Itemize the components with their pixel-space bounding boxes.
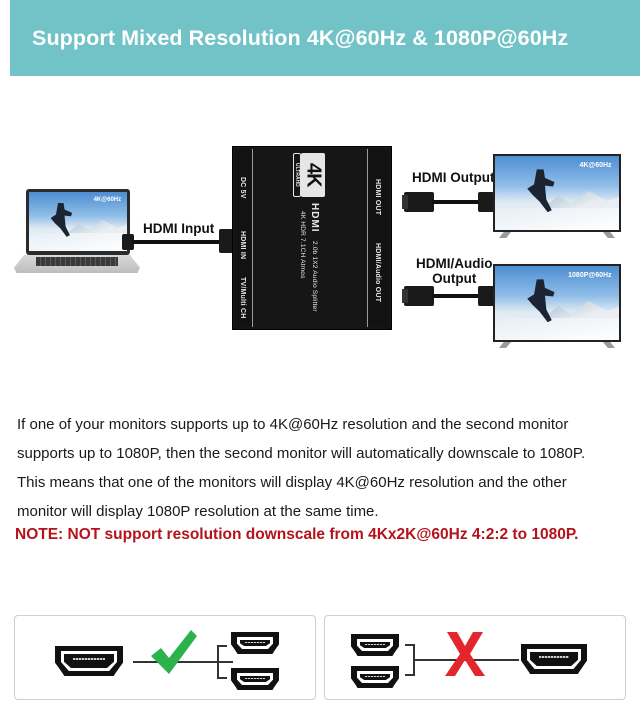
hdmi-port-icon: [231, 632, 279, 654]
hdmi-plug-icon: [404, 286, 434, 306]
cross-icon: [445, 632, 485, 676]
tv-4k-illustration: 4K@60Hz: [493, 154, 621, 240]
splitter-right-panel: HDMI OUT HDMI/Audio OUT: [367, 149, 389, 327]
header-banner: Support Mixed Resolution 4K@60Hz & 1080P…: [10, 0, 640, 76]
port-label-dc5v: DC 5V: [239, 177, 246, 199]
hdmi-input-label: HDMI Input: [143, 221, 215, 236]
tv-1080p-illustration: 1080P@60Hz: [493, 264, 621, 350]
description-line: This means that one of the monitors will…: [17, 474, 567, 491]
tv-resolution-label: 4K@60Hz: [579, 161, 612, 169]
tv-screen: 4K@60Hz: [493, 154, 621, 232]
ultrahd-badge: ULTRAHD: [293, 153, 301, 197]
bracket-line: [217, 677, 227, 679]
tv-resolution-label: 1080P@60Hz: [568, 271, 612, 279]
description-line: supports up to 1080P, then the second mo…: [17, 445, 586, 462]
ski-image: 4K@60Hz: [495, 156, 619, 230]
description-line: monitor will display 1080P resolution at…: [17, 503, 379, 520]
hdmi-brand-logo: HDMI: [309, 203, 320, 233]
port-label-hdmi-in: HDMI IN: [239, 231, 246, 260]
hdmi-splitter-device: DC 5V HDMI IN TV/Multi CH ULTRAHD 4K HDM…: [232, 146, 392, 330]
unsupported-config-panel: [324, 615, 626, 700]
connection-line: [133, 661, 233, 663]
hdmi-plug-tip: [402, 195, 408, 209]
connection-diagram: 4K@60Hz HDMI Input DC 5V HDMI IN TV/Mult…: [0, 76, 640, 376]
hdmi-port-icon: [351, 666, 399, 688]
tv-stand: [499, 232, 511, 238]
hdmi-port-icon: [521, 644, 587, 674]
bracket-line: [217, 645, 227, 647]
description-line: If one of your monitors supports up to 4…: [17, 416, 569, 433]
downscale-note: NOTE: NOT support resolution downscale f…: [15, 526, 579, 543]
hdmi-plug-icon: [219, 229, 235, 253]
4k-logo-icon: 4K: [301, 153, 325, 197]
port-label-tv-multi-ch: TV/Multi CH: [239, 277, 246, 319]
supported-config-panel: [14, 615, 316, 700]
tv-stand: [603, 232, 615, 238]
tv-screen: 1080P@60Hz: [493, 264, 621, 342]
ski-image: 1080P@60Hz: [495, 266, 619, 340]
hdmi-output-label: HDMI Output: [412, 170, 495, 185]
splitter-model-line1: 2.0b 1X2 Audio Splitter: [311, 241, 318, 312]
hdmi-plug-icon: [478, 192, 494, 212]
laptop-resolution-label: 4K@60Hz: [93, 196, 122, 203]
bracket-line: [405, 644, 415, 646]
port-label-hdmi-out: HDMI OUT: [374, 179, 381, 216]
hdmi-plug-tip: [402, 289, 408, 303]
tv-stand: [603, 342, 615, 348]
hdmi-port-icon: [351, 634, 399, 656]
laptop-illustration: 4K@60Hz: [14, 189, 140, 279]
hdmi-plug-icon: [404, 192, 434, 212]
skier-figure: [50, 202, 73, 237]
bracket-line: [405, 674, 415, 676]
port-label-hdmi-audio-out: HDMI/Audio OUT: [374, 243, 381, 303]
banner-title: Support Mixed Resolution 4K@60Hz & 1080P…: [32, 25, 569, 50]
check-icon: [151, 630, 197, 674]
hdmi-input-cable: [132, 240, 224, 244]
bracket-line: [217, 645, 219, 679]
hdmi-audio-output-cable: [432, 294, 482, 298]
hdmi-plug-icon: [478, 286, 494, 306]
laptop-screen: 4K@60Hz: [26, 189, 130, 255]
splitter-left-panel: DC 5V HDMI IN TV/Multi CH: [235, 149, 253, 327]
hdmi-port-icon: [55, 646, 123, 676]
hdmi-output-cable: [432, 200, 482, 204]
ski-image: 4K@60Hz: [29, 192, 127, 251]
laptop-keyboard: [36, 257, 118, 266]
tv-stand: [499, 342, 511, 348]
hdmi-port-icon: [231, 668, 279, 690]
description-paragraph: If one of your monitors supports up to 4…: [17, 410, 627, 526]
hdmi-audio-output-label: HDMI/Audio Output: [416, 256, 493, 286]
splitter-model-line2: 4K HDR 7.1CH Atmos: [299, 211, 306, 279]
hdmi-plug-icon: [122, 234, 134, 250]
